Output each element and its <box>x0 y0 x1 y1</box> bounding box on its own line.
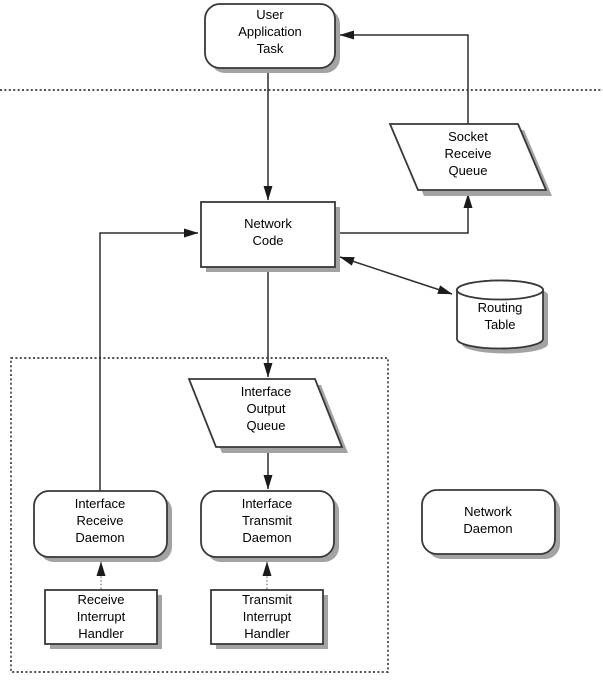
routing-table-label-line1: Routing <box>478 300 523 315</box>
interface-transmit-daemon-label-line3: Daemon <box>242 530 291 545</box>
transmit-interrupt-handler-label-line1: Transmit <box>242 592 292 607</box>
user-application-task-label-line2: Application <box>238 24 302 39</box>
network-daemon-label-line1: Network <box>464 504 512 519</box>
transmit-interrupt-handler-label-line2: Interrupt <box>243 609 292 624</box>
node-network-daemon: Network Daemon <box>421 489 560 559</box>
network-code-shape <box>200 201 336 268</box>
interface-transmit-daemon-label-line2: Transmit <box>242 513 292 528</box>
node-interface-transmit-daemon: Interface Transmit Daemon <box>200 490 339 562</box>
network-code-label-line2: Code <box>252 233 283 248</box>
receive-interrupt-handler-label-line3: Handler <box>78 626 124 641</box>
network-code-label-line1: Network <box>244 216 292 231</box>
edge-networkcode-routingtable-bidirectional <box>339 256 453 295</box>
interface-output-queue-label-line2: Output <box>246 401 285 416</box>
interface-output-queue-label-line3: Queue <box>246 418 285 433</box>
socket-receive-queue-label-line2: Receive <box>445 146 492 161</box>
network-daemon-shape <box>421 489 556 555</box>
node-transmit-interrupt-handler: Transmit Interrupt Handler <box>210 589 328 649</box>
socket-receive-queue-shape <box>388 123 548 191</box>
edge-networkcode-to-socketqueue <box>337 193 473 234</box>
interface-receive-daemon-label-line2: Receive <box>77 513 124 528</box>
socket-receive-queue-label-line1: Socket <box>448 129 488 144</box>
interface-receive-daemon-label-line1: Interface <box>75 496 126 511</box>
user-application-task-label-line1: User <box>256 7 284 22</box>
node-interface-output-queue: Interface Output Queue <box>187 378 348 453</box>
edge-socketqueue-to-userapp <box>339 30 469 124</box>
node-receive-interrupt-handler: Receive Interrupt Handler <box>44 589 162 649</box>
interface-output-queue-shape <box>187 378 344 448</box>
user-application-task-label-line3: Task <box>257 41 284 56</box>
node-user-application-task: User Application Task <box>204 3 340 73</box>
node-routing-table: Routing Table <box>456 279 548 354</box>
node-interface-receive-daemon: Interface Receive Daemon <box>33 490 172 562</box>
routing-table-label-line2: Table <box>484 317 515 332</box>
routing-table-top <box>456 279 544 301</box>
node-socket-receive-queue: Socket Receive Queue <box>388 123 552 196</box>
user-application-task-shape <box>204 3 336 69</box>
edges <box>96 30 473 589</box>
transmit-interrupt-handler-shape <box>210 589 324 645</box>
transmit-interrupt-handler-label-line3: Handler <box>244 626 290 641</box>
node-network-code: Network Code <box>200 201 340 272</box>
interface-receive-daemon-shape <box>33 490 168 558</box>
interface-output-queue-label-line1: Interface <box>241 384 292 399</box>
receive-interrupt-handler-label-line2: Interrupt <box>77 609 126 624</box>
receive-interrupt-handler-label-line1: Receive <box>78 592 125 607</box>
edge-receivedaemon-to-networkcode <box>99 228 199 491</box>
receive-interrupt-handler-shape <box>44 589 158 645</box>
network-daemon-label-line2: Daemon <box>463 521 512 536</box>
interface-transmit-daemon-label-line1: Interface <box>242 496 293 511</box>
interface-transmit-daemon-shape <box>200 490 335 558</box>
interface-receive-daemon-label-line3: Daemon <box>75 530 124 545</box>
socket-receive-queue-label-line3: Queue <box>448 163 487 178</box>
interface-layer-boundary <box>10 357 389 673</box>
